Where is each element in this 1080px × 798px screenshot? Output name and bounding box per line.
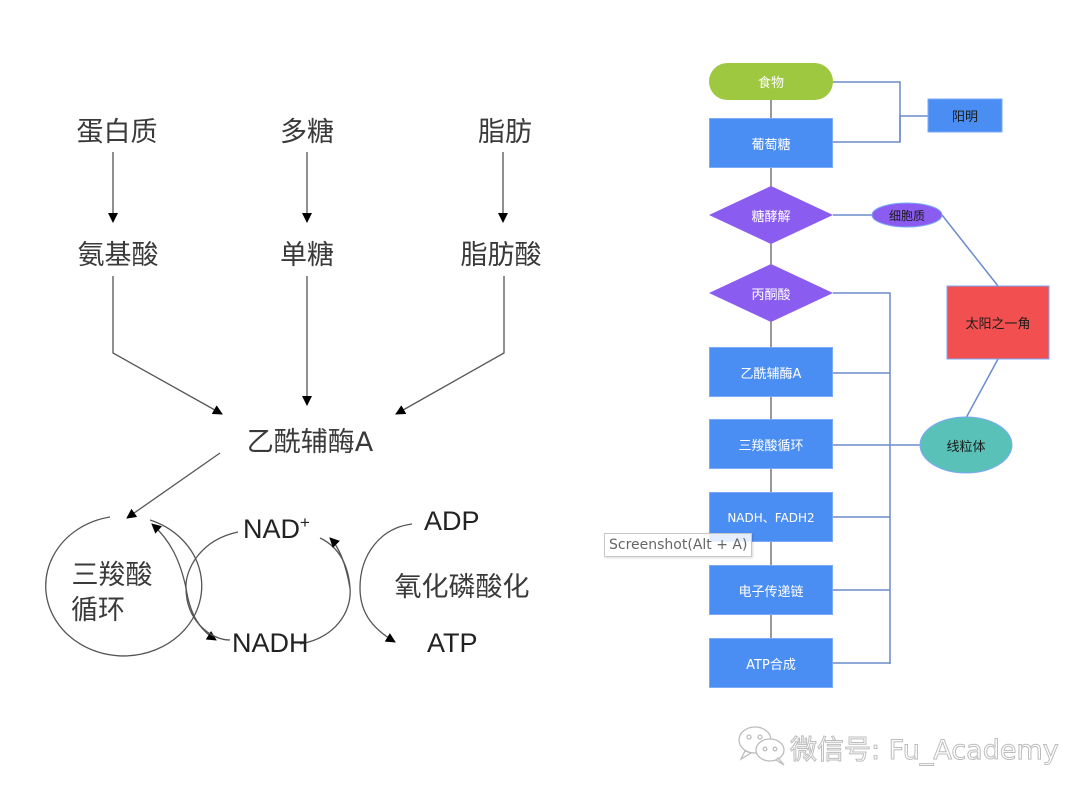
label-nad-plus: NAD+ — [243, 513, 310, 545]
flow-box-acetyl-coa: 乙酰辅酶A — [709, 347, 833, 397]
tca-cycle-circle — [45, 516, 203, 657]
flow-ellipse-cytoplasm — [871, 202, 943, 228]
nad-loop-arc — [185, 531, 239, 641]
label-monosaccharide: 单糖 — [280, 240, 334, 271]
label-atp: ATP — [427, 628, 478, 658]
arrow-acetylcoa-tca — [126, 452, 221, 519]
nad-text: NAD — [243, 514, 301, 544]
flow-box-taiyang — [946, 285, 1050, 360]
flow-glycolysis-label: 糖酵解 — [751, 209, 791, 225]
label-oxidative-phosphorylation: 氧化磷酸化 — [394, 572, 530, 603]
label-polysaccharide: 多糖 — [280, 117, 334, 148]
flow-box-tca: 三羧酸循环 — [709, 419, 833, 469]
flow-cytoplasm-label: 细胞质 — [888, 208, 925, 223]
label-acetyl-coa: 乙酰辅酶A — [246, 427, 374, 458]
connector-pyruvate-trunk — [833, 292, 891, 664]
arrow-cycle-to-nadplus-left — [151, 523, 187, 589]
flow-box-yangming — [927, 98, 1003, 133]
connector-food-yangming — [833, 81, 901, 142]
flow-box-glucose: 葡萄糖 — [709, 118, 833, 168]
connector-taiyang-mitochondria — [965, 358, 999, 419]
label-fatty-acid: 脂肪酸 — [460, 240, 542, 271]
wechat-icon — [738, 726, 785, 766]
connector-glucose-yangming — [833, 115, 928, 143]
flow-pyruvate-label: 丙酮酸 — [751, 287, 791, 303]
flow-yangming-label: 阳明 — [951, 110, 978, 125]
watermark-text: 微信号: Fu_Academy — [790, 735, 1060, 767]
screenshot-tooltip: Screenshot(Alt + A) — [604, 533, 753, 557]
label-nadh: NADH — [232, 628, 309, 658]
arrow-oxphos-to-nadplus — [329, 537, 351, 589]
flow-decision-pyruvate — [709, 264, 833, 322]
flow-ellipse-mitochondria — [919, 416, 1013, 474]
flow-mitochondria-label: 线粒体 — [946, 439, 986, 455]
connector-cytoplasm-taiyang — [941, 214, 999, 287]
flow-box-atp-synthesis: ATP合成 — [709, 638, 833, 688]
flow-start-food — [709, 63, 833, 100]
arrow-aminoacid-acetylcoa — [112, 276, 223, 415]
arrow-fattyacid-acetylcoa — [395, 276, 505, 415]
adp-arc — [359, 523, 413, 643]
label-tca-line1: 三羧酸 — [71, 560, 153, 591]
label-tca-line2: 循环 — [71, 595, 125, 626]
flow-box-electron-transport-chain: 电子传递链 — [709, 565, 833, 615]
label-fat: 脂肪 — [478, 117, 532, 148]
flow-start-food-label: 食物 — [757, 76, 784, 91]
flow-decision-glycolysis — [709, 186, 833, 244]
label-adp: ADP — [424, 506, 480, 536]
flow-taiyang-label: 太阳之一角 — [965, 317, 1031, 332]
label-protein: 蛋白质 — [76, 117, 158, 148]
label-amino-acid: 氨基酸 — [77, 240, 159, 271]
nad-superscript: + — [300, 513, 310, 532]
